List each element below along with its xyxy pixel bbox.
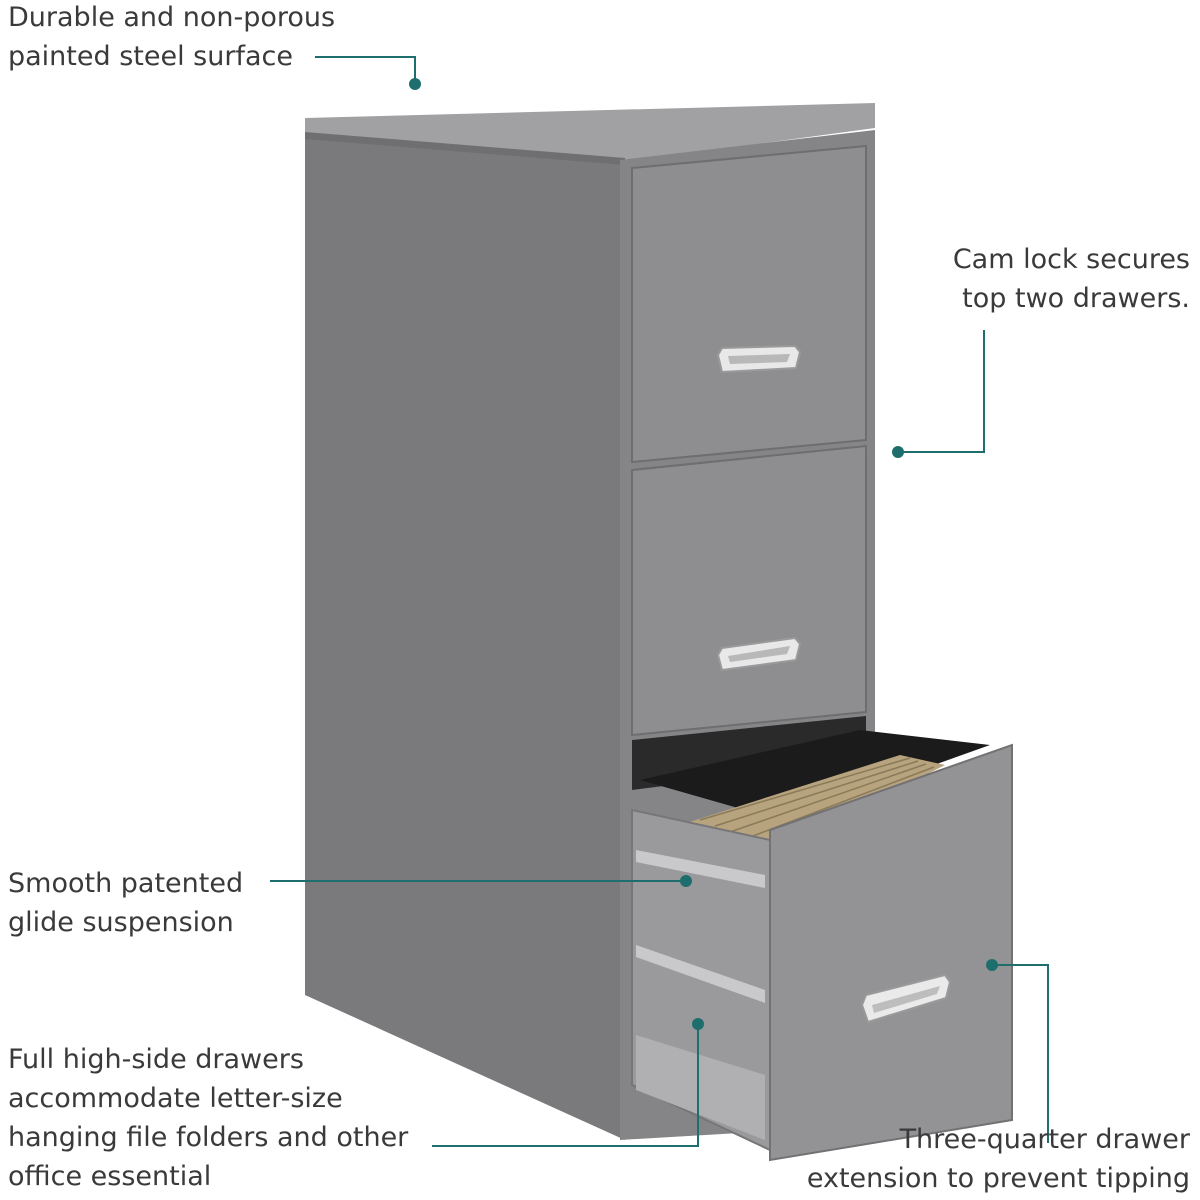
middle-drawer bbox=[631, 444, 867, 737]
top-drawer bbox=[631, 144, 867, 464]
callout-glide: Smooth patented glide suspension bbox=[8, 864, 243, 942]
leader-dot-icon bbox=[986, 959, 998, 971]
cabinet-top-edge bbox=[305, 132, 625, 165]
callout-camlock-line1: Cam lock secures bbox=[952, 244, 1190, 275]
leader-dot-icon bbox=[692, 1018, 704, 1030]
leader-dot-icon bbox=[680, 875, 692, 887]
leader-extension bbox=[992, 964, 1049, 1143]
callout-glide-line1: Smooth patented bbox=[8, 868, 244, 899]
callout-camlock-line2: top two drawers. bbox=[962, 283, 1190, 314]
callout-extension: Three-quarter drawer extension to preven… bbox=[807, 1120, 1190, 1198]
callout-drawers-line3: hanging file folders and other bbox=[8, 1122, 409, 1153]
open-drawer-front bbox=[769, 743, 1013, 1162]
callout-drawers: Full high-side drawers accommodate lette… bbox=[8, 1040, 408, 1196]
leader-dot-icon bbox=[409, 78, 421, 90]
callout-drawers-line1: Full high-side drawers bbox=[8, 1044, 304, 1075]
callout-surface-line2: painted steel surface bbox=[8, 41, 293, 72]
glide-rail-upper bbox=[636, 850, 765, 888]
callout-drawers-line4: office essential bbox=[8, 1161, 212, 1192]
leader-surface bbox=[315, 56, 416, 82]
open-drawer-interior bbox=[640, 730, 990, 820]
leader-dot-icon bbox=[892, 446, 904, 458]
cabinet-side-panel bbox=[305, 135, 625, 1140]
callout-glide-line2: glide suspension bbox=[8, 907, 234, 938]
drawer-handle-icon bbox=[716, 636, 802, 672]
callout-drawers-line2: accommodate letter-size bbox=[8, 1083, 343, 1114]
glide-rail-lower bbox=[636, 945, 765, 1003]
callout-camlock: Cam lock secures top two drawers. bbox=[953, 240, 1190, 318]
callout-surface: Durable and non-porous painted steel sur… bbox=[8, 0, 335, 76]
leader-dots bbox=[409, 78, 998, 1030]
glide-rail-base bbox=[636, 1035, 765, 1140]
callout-extension-line2: extension to prevent tipping bbox=[806, 1163, 1190, 1194]
callout-surface-line1: Durable and non-porous bbox=[8, 2, 336, 33]
hanging-folders bbox=[680, 755, 945, 855]
leader-camlock bbox=[898, 330, 985, 453]
drawer-handle-icon bbox=[716, 344, 802, 374]
drawer-handle-icon bbox=[860, 973, 952, 1024]
leader-lines bbox=[270, 56, 1049, 1147]
leader-drawers bbox=[432, 1024, 699, 1147]
callout-extension-line1: Three-quarter drawer bbox=[899, 1124, 1190, 1155]
